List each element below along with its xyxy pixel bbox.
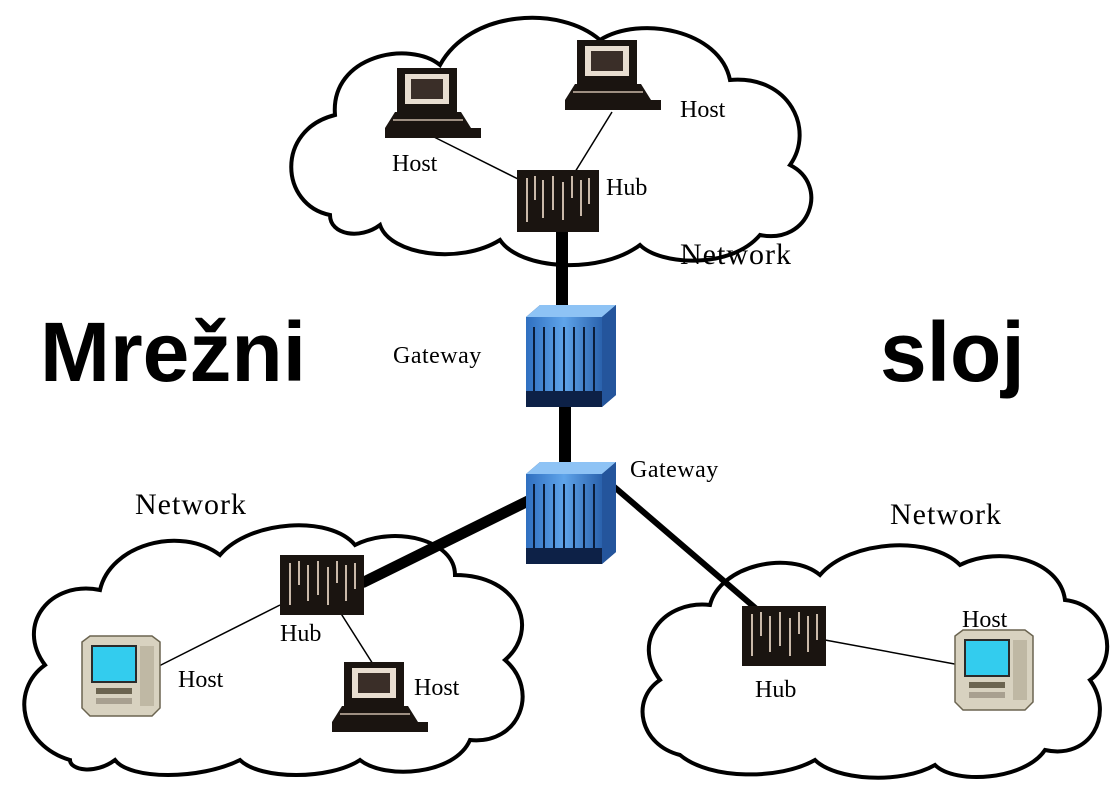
desktop-computer-icon bbox=[954, 629, 1034, 711]
gateway-label-lower: Gateway bbox=[630, 457, 719, 483]
link-bl-host-left bbox=[154, 604, 281, 669]
network-label-bottom-left: Network bbox=[135, 488, 247, 521]
gateway-icon bbox=[526, 305, 616, 407]
hub-label-bottom-left: Hub bbox=[280, 621, 322, 647]
title-right-word: sloj bbox=[880, 305, 1025, 399]
hub-icon bbox=[280, 555, 364, 615]
host-label-bottom-right: Host bbox=[962, 607, 1008, 633]
terminal-computer-icon bbox=[385, 68, 481, 138]
title-left-word: Mrežni bbox=[40, 305, 307, 399]
link-gateway-br-hub bbox=[610, 482, 762, 615]
network-label-top: Network bbox=[680, 238, 792, 271]
link-top-host-right bbox=[574, 111, 613, 173]
host-label-bottom-left-a: Host bbox=[178, 667, 224, 693]
link-gateway-bl-hub bbox=[359, 495, 533, 588]
host-label-top-right: Host bbox=[680, 97, 726, 123]
desktop-computer-icon bbox=[81, 635, 161, 717]
host-label-top-left: Host bbox=[392, 151, 438, 177]
link-br-host bbox=[824, 639, 961, 666]
gateway-icon bbox=[526, 462, 616, 564]
gateway-label-upper: Gateway bbox=[393, 343, 482, 369]
link-top-host-left bbox=[429, 134, 521, 181]
hub-label-top: Hub bbox=[606, 175, 648, 201]
cloud-bottom-right bbox=[640, 543, 1110, 780]
hub-label-bottom-right: Hub bbox=[755, 677, 797, 703]
network-label-bottom-right: Network bbox=[890, 498, 1002, 531]
terminal-computer-icon bbox=[332, 662, 428, 732]
hub-icon bbox=[742, 606, 826, 666]
terminal-computer-icon bbox=[565, 40, 661, 110]
hub-icon bbox=[517, 170, 599, 232]
host-label-bottom-left-b: Host bbox=[414, 675, 460, 701]
